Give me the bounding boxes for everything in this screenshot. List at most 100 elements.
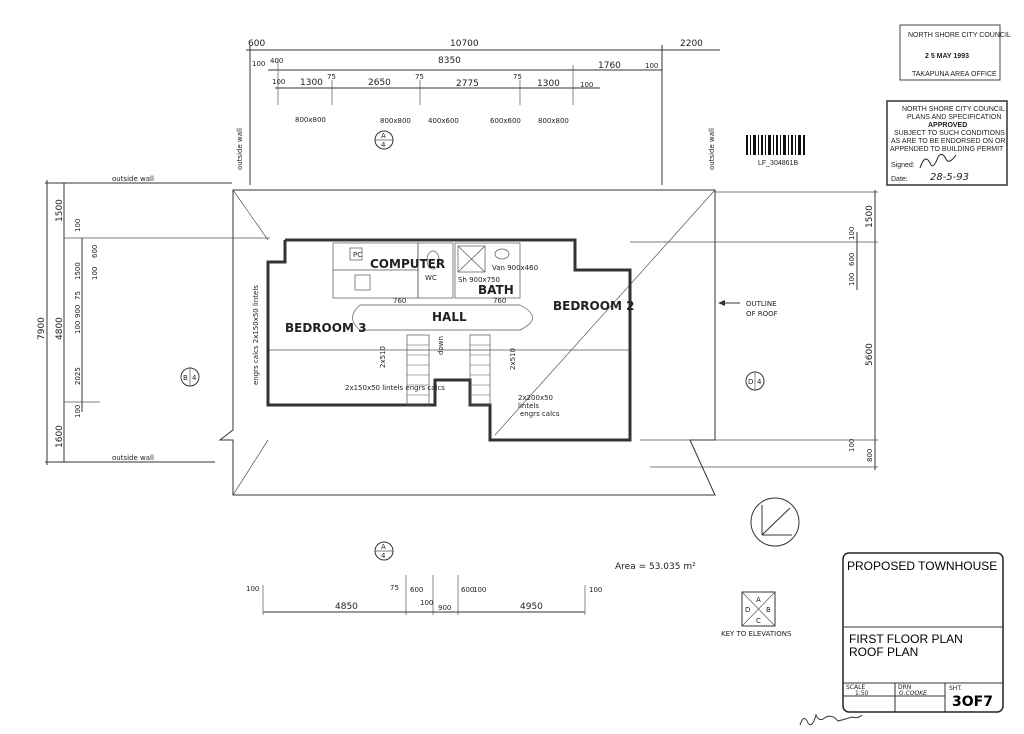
dim-text: 800: [866, 449, 874, 462]
svg-text:A: A: [756, 596, 761, 604]
drawing-title: ROOF PLAN: [849, 645, 918, 659]
dim-text: 600: [848, 253, 856, 266]
outside-wall-label: outside wall: [236, 128, 244, 170]
svg-text:NORTH SHORE CITY COUNCIL: NORTH SHORE CITY COUNCIL: [902, 106, 1005, 113]
dim-text: 1500: [865, 205, 875, 228]
dim-text: 1500: [74, 262, 82, 280]
svg-text:SUBJECT TO SUCH CONDITIONS: SUBJECT TO SUCH CONDITIONS: [894, 130, 1005, 137]
room-label-bath: BATH: [478, 283, 514, 297]
stair-down-label: down: [437, 336, 445, 355]
dim-text: 2775: [456, 79, 479, 89]
area-label: Area = 53.035 m²: [615, 562, 696, 572]
room-label-computer: COMPUTER: [370, 257, 445, 271]
svg-text:A: A: [381, 132, 386, 140]
outside-wall-label: outside wall: [112, 175, 154, 183]
outline-of-roof-label: OF ROOF: [746, 310, 778, 318]
svg-text:NORTH SHORE CITY COUNCIL: NORTH SHORE CITY COUNCIL: [908, 32, 1011, 39]
project-title: PROPOSED TOWNHOUSE: [847, 559, 997, 573]
dim-text: 2650: [368, 78, 391, 88]
elevation-marker-b: B 4: [180, 367, 200, 387]
svg-text:PLANS AND SPECIFICATION: PLANS AND SPECIFICATION: [907, 114, 1001, 121]
lintel-note: lintels: [518, 402, 539, 410]
svg-text:DRN: DRN: [898, 684, 911, 691]
svg-text:B: B: [766, 606, 771, 614]
dim-text: 7900: [37, 317, 47, 340]
window-size: 600x600: [490, 117, 521, 125]
north-symbol: [750, 497, 800, 547]
barcode-id: LF_304861B: [758, 160, 798, 167]
window-size: 400x600: [428, 117, 459, 125]
dim-text: 2200: [680, 39, 703, 49]
top-dimensions: 600 10700 2200 100 400 8350 1760 100 100…: [236, 39, 720, 185]
dim-text: 75: [327, 73, 336, 81]
dim-text: 1600: [55, 425, 65, 448]
svg-text:4: 4: [757, 378, 762, 386]
first-floor-plan: COMPUTER PC WC Sh 900x750 Van 900x460 BA…: [252, 238, 634, 442]
dim-text: 75: [74, 291, 82, 300]
svg-text:G.COOKE: G.COOKE: [899, 690, 927, 697]
dim-text: 4800: [55, 317, 65, 340]
outside-wall-label: outside wall: [112, 454, 154, 462]
dim-text: 100: [74, 219, 82, 232]
signature-bottom: [799, 713, 863, 726]
room-label-hall: HALL: [432, 310, 467, 324]
room-label-wc: WC: [425, 274, 437, 282]
dim-text: 100: [272, 78, 285, 86]
key-to-elevations: A B C D KEY TO ELEVATIONS: [721, 591, 792, 638]
dim-text: 100: [589, 586, 602, 594]
svg-text:APPENDED TO BUILDING PERMIT: APPENDED TO BUILDING PERMIT: [890, 146, 1004, 153]
dim-text: 600: [91, 245, 99, 258]
dim-text: 100: [580, 81, 593, 89]
dim-text: 1760: [598, 61, 621, 71]
room-label-bedroom-2: BEDROOM 2: [553, 299, 634, 313]
sheet-number: 3OF7: [952, 694, 993, 710]
dim-text: 1500: [55, 199, 65, 222]
approved-stamp: NORTH SHORE CITY COUNCIL PLANS AND SPECI…: [886, 100, 1008, 186]
svg-text:2 5 MAY 1993: 2 5 MAY 1993: [925, 53, 969, 60]
dim-text: 100: [645, 62, 658, 70]
svg-text:4: 4: [381, 552, 386, 560]
dim-text: 5600: [865, 343, 875, 366]
dim-text: 100: [74, 321, 82, 334]
signature: [919, 153, 957, 169]
dim-text: 10700: [450, 39, 479, 49]
left-dimensions: 7900 1500 4800 1600 100 1500 75 900 100 …: [37, 175, 270, 465]
room-label-bedroom-3: BEDROOM 3: [285, 321, 366, 335]
svg-text:1:50: 1:50: [855, 690, 869, 697]
svg-text:D: D: [745, 606, 750, 614]
drawing-title: FIRST FLOOR PLAN: [849, 632, 963, 646]
lintel-note: engrs calcs: [520, 410, 560, 418]
roof-plan: [218, 189, 716, 496]
vanity-label: Van 900x460: [492, 264, 538, 272]
dim-text: 100: [473, 586, 486, 594]
svg-text:AS ARE TO BE ENDORSED ON OR: AS ARE TO BE ENDORSED ON OR: [891, 138, 1006, 145]
pc-label: PC: [353, 251, 362, 259]
received-stamp: NORTH SHORE CITY COUNCIL 2 5 MAY 1993 TA…: [899, 24, 1011, 81]
wardrobe-door-size: 2x510: [509, 348, 517, 370]
elevation-marker-a-bottom: A 4: [374, 541, 394, 561]
outside-wall-label: outside wall: [708, 128, 716, 170]
title-block: PROPOSED TOWNHOUSE FIRST FLOOR PLAN ROOF…: [842, 552, 1004, 713]
dim-text: 100: [252, 60, 265, 68]
dim-text: 75: [390, 584, 399, 592]
dim-text: 900: [438, 604, 451, 612]
window-size: 800x800: [295, 116, 326, 124]
svg-text:SHT.: SHT.: [949, 685, 962, 692]
right-dimensions: 1500 5600 800 100 600 100 100 OUTLINE OF…: [630, 190, 878, 470]
dim-text: 100: [848, 439, 856, 452]
door-size: 760: [393, 297, 406, 305]
dim-text: 8350: [438, 56, 461, 66]
svg-text:C: C: [756, 617, 761, 625]
svg-text:B: B: [183, 374, 188, 382]
shower-label: Sh 900x750: [458, 276, 500, 284]
svg-text:28-5-93: 28-5-93: [930, 172, 969, 183]
dim-text: 100: [74, 405, 82, 418]
dim-text: 400: [270, 57, 283, 65]
dim-text: 1300: [300, 78, 323, 88]
dim-text: 600: [410, 586, 423, 594]
svg-text:APPROVED: APPROVED: [928, 122, 967, 129]
dim-text: 100: [91, 267, 99, 280]
elevation-marker-a-top: A 4: [374, 130, 394, 150]
elevation-marker-d: D 4: [745, 371, 765, 391]
